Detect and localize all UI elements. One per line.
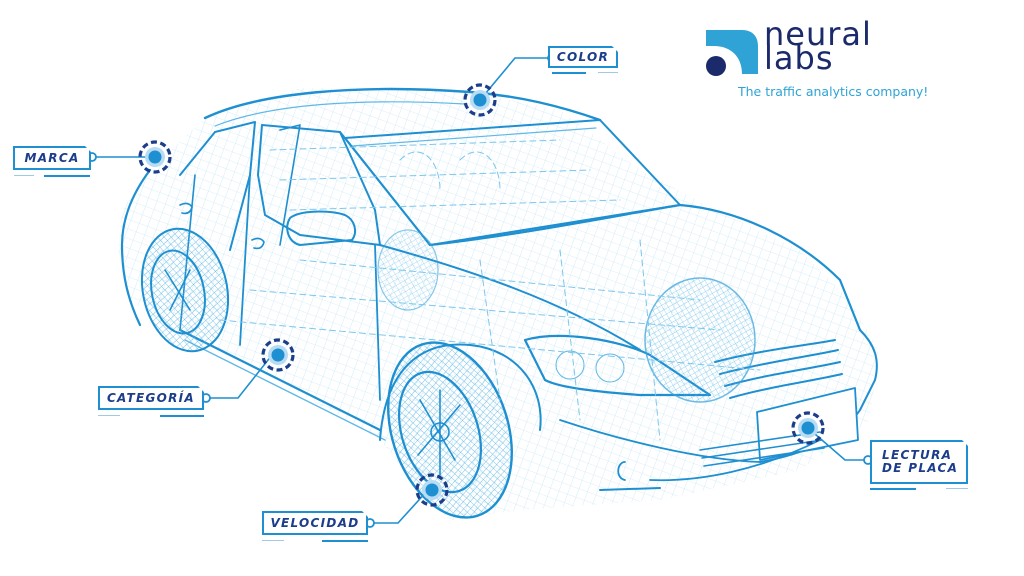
logo-word-line2: labs	[764, 39, 834, 77]
logo-tagline: The traffic analytics company!	[738, 84, 929, 99]
neural-labs-logo: neural labs The traffic analytics compan…	[702, 18, 992, 106]
lectura-label-line1: LECTURA	[882, 448, 953, 462]
marca-label: MARCA	[13, 146, 91, 170]
logo-mark-icon	[706, 30, 758, 76]
decorative-underline	[870, 488, 916, 490]
decorative-underline	[98, 415, 120, 416]
decorative-underline	[262, 540, 284, 541]
decorative-underline	[552, 72, 586, 74]
lectura-de-placa-label: LECTURA DE PLACA	[870, 440, 968, 484]
velocidad-label: VELOCIDAD	[262, 511, 368, 535]
decorative-underline	[598, 72, 618, 73]
logo-word-line1: neural	[764, 15, 872, 53]
hotspots	[138, 83, 825, 507]
decorative-underline	[14, 175, 34, 176]
logo-wordmark: neural labs	[764, 15, 872, 77]
decorative-underline	[322, 540, 368, 542]
decorative-underline	[160, 415, 204, 417]
decorative-underline	[946, 488, 968, 489]
categoria-label: CATEGORÍA	[98, 386, 204, 410]
color-label: COLOR	[548, 46, 618, 68]
lectura-label-line2: DE PLACA	[882, 461, 959, 475]
decorative-underline	[44, 175, 90, 177]
